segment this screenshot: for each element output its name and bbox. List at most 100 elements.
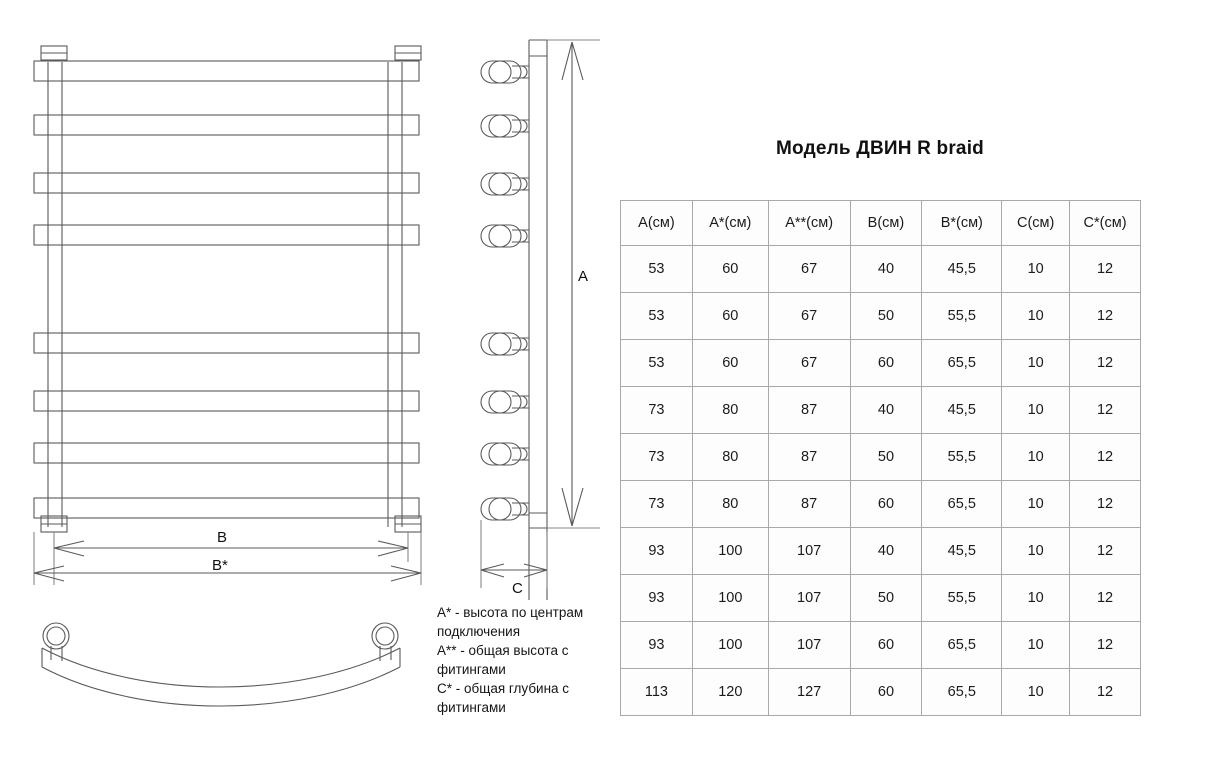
table-row: 93 100 107 40 45,5 10 12 bbox=[620, 527, 1141, 575]
table-cell: 87 bbox=[767, 480, 851, 528]
table-header-cell: A(см) bbox=[620, 200, 693, 246]
table-cell: 12 bbox=[1069, 668, 1141, 716]
table-cell: 65,5 bbox=[921, 668, 1003, 716]
table-cell: 67 bbox=[767, 245, 851, 293]
table-cell: 12 bbox=[1069, 621, 1141, 669]
table-cell: 73 bbox=[620, 433, 693, 481]
dimension-label-B-star: B* bbox=[212, 557, 228, 574]
front-view-right-rail bbox=[387, 62, 403, 527]
table-row: 73 80 87 60 65,5 10 12 bbox=[620, 480, 1141, 528]
table-cell: 50 bbox=[849, 433, 923, 481]
table-cell: 93 bbox=[620, 527, 693, 575]
table-cell: 10 bbox=[1001, 433, 1071, 481]
legend-notes: A* - высота по центрам подключения A** -… bbox=[437, 603, 637, 717]
table-cell: 40 bbox=[849, 527, 923, 575]
top-view-right-fitting bbox=[371, 622, 399, 661]
table-cell: 55,5 bbox=[921, 574, 1003, 622]
table-cell: 60 bbox=[849, 621, 923, 669]
table-cell: 60 bbox=[849, 480, 923, 528]
dimension-line-A bbox=[547, 39, 600, 529]
table-cell: 120 bbox=[691, 668, 769, 716]
table-cell: 93 bbox=[620, 574, 693, 622]
dimension-label-B: B bbox=[217, 529, 228, 546]
table-cell: 50 bbox=[849, 574, 923, 622]
table-cell: 12 bbox=[1069, 292, 1141, 340]
table-cell: 10 bbox=[1001, 668, 1071, 716]
legend-note-line: фитингами bbox=[437, 662, 506, 677]
table-cell: 40 bbox=[849, 245, 923, 293]
front-view-radiator bbox=[33, 45, 422, 533]
table-header-cell: C*(см) bbox=[1069, 200, 1141, 246]
side-view-rung bbox=[480, 332, 529, 356]
table-cell: 12 bbox=[1069, 527, 1141, 575]
table-row: 53 60 67 40 45,5 10 12 bbox=[620, 245, 1141, 293]
table-cell: 65,5 bbox=[921, 480, 1003, 528]
table-cell: 55,5 bbox=[921, 292, 1003, 340]
table-cell: 10 bbox=[1001, 386, 1071, 434]
dimension-line-B-star bbox=[33, 565, 422, 582]
table-cell: 40 bbox=[849, 386, 923, 434]
table-cell: 73 bbox=[620, 480, 693, 528]
table-cell: 12 bbox=[1069, 433, 1141, 481]
table-cell: 53 bbox=[620, 245, 693, 293]
table-cell: 10 bbox=[1001, 245, 1071, 293]
table-cell: 80 bbox=[691, 480, 769, 528]
table-cell: 107 bbox=[767, 621, 851, 669]
table-cell: 80 bbox=[691, 433, 769, 481]
table-cell: 65,5 bbox=[921, 621, 1003, 669]
table-cell: 10 bbox=[1001, 339, 1071, 387]
table-cell: 12 bbox=[1069, 386, 1141, 434]
legend-note-line: фитингами bbox=[437, 700, 506, 715]
table-cell: 10 bbox=[1001, 574, 1071, 622]
table-header-row: A(см) A*(см) A**(см) B(см) B*(см) C(см) … bbox=[620, 200, 1141, 246]
dimension-line-B bbox=[53, 540, 409, 557]
table-cell: 107 bbox=[767, 574, 851, 622]
table-cell: 10 bbox=[1001, 480, 1071, 528]
table-cell: 87 bbox=[767, 386, 851, 434]
table-header-cell: C(см) bbox=[1001, 200, 1071, 246]
table-cell: 53 bbox=[620, 292, 693, 340]
table-row: 73 80 87 50 55,5 10 12 bbox=[620, 433, 1141, 481]
table-cell: 80 bbox=[691, 386, 769, 434]
table-cell: 67 bbox=[767, 339, 851, 387]
dimension-label-C: C bbox=[512, 580, 523, 597]
table-cell: 107 bbox=[767, 527, 851, 575]
side-view-rung bbox=[480, 172, 529, 196]
side-view-rung bbox=[480, 114, 529, 138]
table-cell: 113 bbox=[620, 668, 693, 716]
table-cell: 53 bbox=[620, 339, 693, 387]
top-view-curved-bar bbox=[41, 622, 401, 707]
table-cell: 65,5 bbox=[921, 339, 1003, 387]
table-cell: 127 bbox=[767, 668, 851, 716]
side-view-rung bbox=[480, 442, 529, 466]
table-cell: 67 bbox=[767, 292, 851, 340]
table-cell: 87 bbox=[767, 433, 851, 481]
dimension-label-A: A bbox=[578, 268, 589, 285]
table-cell: 45,5 bbox=[921, 386, 1003, 434]
front-view-left-rail bbox=[47, 62, 63, 527]
table-cell: 50 bbox=[849, 292, 923, 340]
table-row: 113 120 127 60 65,5 10 12 bbox=[620, 668, 1141, 716]
table-cell: 60 bbox=[849, 668, 923, 716]
table-header-cell: B*(см) bbox=[921, 200, 1003, 246]
legend-note-line: C* - общая глубина с bbox=[437, 681, 570, 696]
table-cell: 100 bbox=[691, 621, 769, 669]
dimension-line-C bbox=[480, 520, 548, 588]
front-view-top-right-fitting bbox=[394, 45, 422, 61]
legend-note-line: A** - общая высота с bbox=[437, 643, 569, 658]
table-cell: 12 bbox=[1069, 245, 1141, 293]
table-cell: 60 bbox=[691, 339, 769, 387]
table-header-cell: A**(см) bbox=[767, 200, 851, 246]
side-view-rung bbox=[480, 224, 529, 248]
table-cell: 45,5 bbox=[921, 245, 1003, 293]
front-view-rungs bbox=[33, 60, 420, 519]
table-cell: 45,5 bbox=[921, 527, 1003, 575]
side-view-rung bbox=[480, 390, 529, 414]
table-cell: 55,5 bbox=[921, 433, 1003, 481]
table-cell: 60 bbox=[691, 245, 769, 293]
table-header-cell: B(см) bbox=[849, 200, 923, 246]
table-row: 53 60 67 50 55,5 10 12 bbox=[620, 292, 1141, 340]
table-header-cell: A*(см) bbox=[691, 200, 769, 246]
